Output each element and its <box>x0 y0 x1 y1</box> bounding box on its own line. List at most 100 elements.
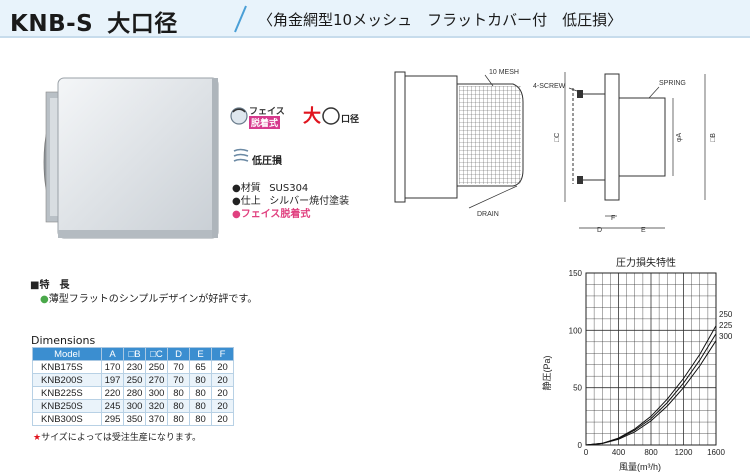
x-tick-label: 800 <box>644 448 658 457</box>
size-label: 大口径 <box>107 11 178 37</box>
table-cell: 245 <box>101 399 124 413</box>
label-spring: SPRING <box>659 80 686 87</box>
label-dim-d: D <box>597 227 602 234</box>
table-cell: 20 <box>211 412 234 426</box>
drawing-mount-flange <box>604 73 620 201</box>
spec-material: ●材質 SUS304 <box>232 183 309 194</box>
table-cell: 65 <box>189 360 212 374</box>
label-dim-e: E <box>641 227 646 234</box>
table-cell: 250 <box>145 360 168 374</box>
table-cell: 170 <box>101 360 124 374</box>
large-char: 大 <box>303 106 321 127</box>
column-header: □C <box>145 347 168 361</box>
product-subtitle: 〈角金網型10メッシュ フラットカバー付 低圧損〉 <box>258 11 623 29</box>
table-cell: 220 <box>101 386 124 400</box>
table-cell: 300 <box>123 399 146 413</box>
column-header: A <box>101 347 124 361</box>
chart-grid <box>585 272 717 446</box>
star-icon: ★ <box>33 433 42 443</box>
plot-frame <box>585 272 717 446</box>
rotate-face-icon <box>230 107 248 125</box>
features-section: ■特 長 ●薄型フラットのシンプルデザインが好評です。 <box>30 279 257 307</box>
table-cell: KNB300S <box>32 412 102 426</box>
table-cell: 300 <box>145 386 168 400</box>
model-name: KNB-S <box>10 11 94 37</box>
product-title: KNB-S 大口径 <box>10 4 178 38</box>
spec-finish: ●仕上 シルバー焼付塗装 <box>232 196 350 207</box>
series-line-300 <box>585 340 717 446</box>
label-drain: DRAIN <box>477 211 499 218</box>
feature-item: ●薄型フラットのシンプルデザインが好評です。 <box>40 294 258 305</box>
table-cell: 80 <box>167 399 190 413</box>
series-label-250: 250 <box>719 310 733 319</box>
column-header: □B <box>123 347 146 361</box>
column-header: F <box>211 347 234 361</box>
dimensions-title: Dimensions <box>31 334 96 347</box>
table-cell: KNB200S <box>32 373 102 387</box>
spec-face-removable: ●フェイス脱着式 <box>232 209 311 220</box>
bore-circle-icon <box>322 107 340 125</box>
table-cell: KNB250S <box>32 399 102 413</box>
bore-text: 口径 <box>341 115 360 125</box>
y-tick-label: 150 <box>569 269 583 278</box>
y-tick-label: 100 <box>569 326 583 335</box>
table-cell: 80 <box>189 373 212 387</box>
title-divider-slash <box>234 5 247 33</box>
table-cell: 80 <box>189 399 212 413</box>
table-cell: 280 <box>123 386 146 400</box>
header-underline <box>0 36 750 38</box>
column-header: D <box>167 347 190 361</box>
dimensions-note: ★サイズによっては受注生産になります。 <box>33 433 202 443</box>
table-cell: 20 <box>211 399 234 413</box>
series-label-225: 225 <box>719 321 733 330</box>
chart-series <box>585 325 717 446</box>
table-cell: 80 <box>189 412 212 426</box>
table-cell: KNB175S <box>32 360 102 374</box>
label-dim-c: □C <box>554 133 561 142</box>
face-badge-line1: フェイス <box>249 107 285 117</box>
column-header: E <box>189 347 212 361</box>
drawing-screw <box>577 176 583 184</box>
table-cell: KNB225S <box>32 386 102 400</box>
label-dim-b: □B <box>710 133 717 142</box>
table-cell: 270 <box>145 373 168 387</box>
page-header <box>0 0 750 38</box>
table-cell: 250 <box>123 373 146 387</box>
product-photo <box>43 77 219 239</box>
chart-title: 圧力損失特性 <box>616 256 676 269</box>
label-screw: 4-SCREW <box>533 83 566 90</box>
technical-drawing: 10 MESH 4-SCREW SPRING DRAIN □C φA □B F … <box>394 69 717 234</box>
chart-xlabel: 風量(m³/h) <box>619 462 661 472</box>
x-tick-label: 0 <box>584 448 589 457</box>
y-tick-label: 0 <box>578 441 583 450</box>
drawing-face-plate-body <box>404 75 458 199</box>
y-tick-label: 50 <box>573 384 582 393</box>
drawing-face-plate <box>394 71 406 203</box>
table-cell: 70 <box>167 373 190 387</box>
table-cell: 70 <box>167 360 190 374</box>
airflow-icon <box>233 148 249 162</box>
face-badge-line2: 脱着式 <box>249 116 281 129</box>
table-cell: 370 <box>145 412 168 426</box>
table-cell: 350 <box>123 412 146 426</box>
label-mesh: 10 MESH <box>489 69 519 76</box>
table-cell: 80 <box>167 386 190 400</box>
drawing-mesh <box>459 86 521 184</box>
drawing-duct-body <box>618 97 666 177</box>
face-removable-badge: フェイス 脱着式 <box>229 104 299 130</box>
series-label-300: 300 <box>719 332 733 341</box>
features-heading: ■特 長 <box>30 280 70 291</box>
table-cell: 20 <box>211 373 234 387</box>
table-cell: 197 <box>101 373 124 387</box>
table-cell: 295 <box>101 412 124 426</box>
table-cell: 20 <box>211 360 234 374</box>
